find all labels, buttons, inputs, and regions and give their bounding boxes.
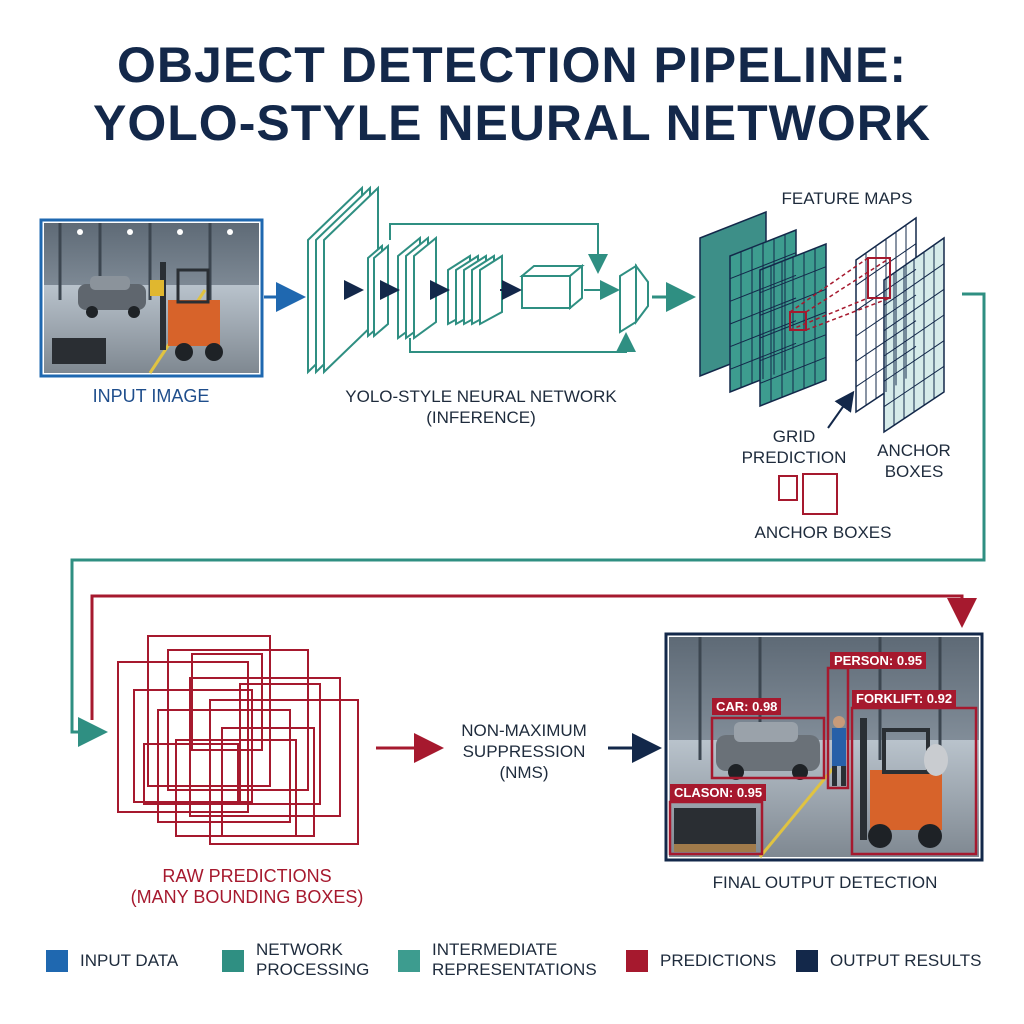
anchor-boxes-line-2: BOXES	[884, 462, 944, 481]
anchor-boxes-label: ANCHOR BOXES	[866, 440, 962, 482]
raw-predictions-label: RAW PREDICTIONS (MANY BOUNDING BOXES)	[110, 866, 384, 908]
legend-label: NETWORK PROCESSING	[256, 940, 369, 980]
anchor-boxes-line-1: ANCHOR	[877, 441, 951, 460]
final-output-image	[664, 632, 984, 862]
grid-line	[729, 342, 797, 370]
grid-line	[759, 356, 827, 384]
title-line-1: OBJECT DETECTION PIPELINE:	[117, 37, 907, 93]
grid-prediction-label: GRID PREDICTION	[722, 426, 866, 468]
grid-line	[883, 365, 945, 408]
arrow-raw-to-output	[90, 594, 977, 720]
input-image	[39, 218, 264, 378]
page-title: OBJECT DETECTION PIPELINE: YOLO-STYLE NE…	[0, 36, 1024, 152]
title-line-2: YOLO-STYLE NEURAL NETWORK	[93, 95, 931, 151]
network-connections	[344, 223, 636, 353]
legend-label: INTERMEDIATE REPRESENTATIONS	[432, 940, 597, 980]
legend-label-line-1: NETWORK	[256, 940, 343, 959]
legend-swatch	[398, 950, 420, 972]
detection-tag-forklift: FORKLIFT: 0.92	[852, 690, 957, 707]
nms-label-line-2: SUPPRESSION	[462, 742, 586, 761]
detection-tag-clason: CLASON: 0.95	[670, 784, 767, 801]
legend-item-intermediate-representations: INTERMEDIATE REPRESENTATIONS	[398, 940, 618, 984]
detection-tag-person: PERSON: 0.95	[830, 652, 927, 669]
raw-predictions-line-2: (MANY BOUNDING BOXES)	[130, 887, 364, 907]
legend-label: OUTPUT RESULTS	[830, 951, 982, 970]
legend-swatch	[796, 950, 818, 972]
raw-predictions-line-1: RAW PREDICTIONS	[162, 866, 332, 886]
legend: INPUT DATA NETWORK PROCESSING INTERMEDIA…	[46, 940, 996, 984]
anchor-boxes-bottom-label: ANCHOR BOXES	[754, 523, 892, 542]
legend-item-output-results: OUTPUT RESULTS	[796, 940, 992, 984]
network-label: YOLO-STYLE NEURAL NETWORK (INFERENCE)	[296, 386, 666, 428]
legend-item-network-processing: NETWORK PROCESSING	[222, 940, 382, 984]
raw-predictions	[117, 635, 359, 845]
nms-label-line-3: (NMS)	[499, 763, 549, 782]
legend-swatch	[222, 950, 244, 972]
legend-label-line-2: REPRESENTATIONS	[432, 960, 597, 979]
feature-maps	[699, 210, 945, 515]
legend-swatch	[626, 950, 648, 972]
legend-label-line-2: PROCESSING	[256, 960, 370, 979]
legend-label-line-1: INTERMEDIATE	[432, 940, 558, 959]
feature-maps-label: FEATURE MAPS	[781, 189, 913, 208]
final-output-label: FINAL OUTPUT DETECTION	[712, 873, 938, 892]
network-label-line-2: (INFERENCE)	[426, 408, 536, 427]
grid-line	[855, 345, 917, 388]
arrow-features-to-raw	[70, 292, 986, 747]
grid-prediction-line-1: GRID	[772, 427, 816, 446]
legend-item-predictions: PREDICTIONS	[626, 940, 796, 984]
grid-prediction-line-2: PREDICTION	[741, 448, 847, 467]
nms-label: NON-MAXIMUM SUPPRESSION (NMS)	[440, 720, 608, 783]
legend-swatch	[46, 950, 68, 972]
nms-label-line-1: NON-MAXIMUM	[461, 721, 587, 740]
network-label-line-1: YOLO-STYLE NEURAL NETWORK	[345, 387, 617, 406]
input-image-label: INPUT IMAGE	[92, 386, 210, 406]
legend-item-input-data: INPUT DATA	[46, 940, 216, 984]
legend-label: PREDICTIONS	[660, 951, 777, 970]
legend-label: INPUT DATA	[80, 951, 179, 970]
neural-network	[307, 185, 649, 375]
detection-tag-car: CAR: 0.98	[712, 698, 782, 715]
